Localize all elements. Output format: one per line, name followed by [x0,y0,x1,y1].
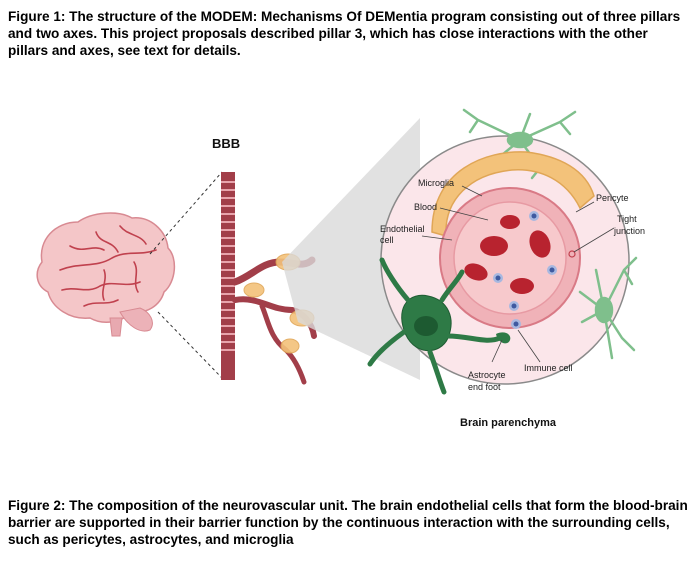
tight-junction-mark [568,250,576,258]
vessel-cross-section [431,151,595,329]
label-tight-2: junction [613,226,645,236]
astrocyte-processes [367,257,503,395]
red-blood-cells [464,215,551,294]
astrocyte-nucleus [414,316,438,336]
brain-vessels [59,225,157,307]
label-tight-1: Tight [617,214,637,224]
label-brain-parenchyma: Brain parenchyma [460,417,557,429]
figure-1-caption: Figure 1: The structure of the MODEM: Me… [8,9,681,58]
label-pericyte: Pericyte [596,193,629,203]
leader-lines [421,185,615,363]
zoom-line-bottom [157,311,223,379]
label-microglia: Microglia [418,178,454,188]
label-astrocyte-1: Astrocyte [468,370,506,380]
brain-illustration [36,212,176,337]
label-astrocyte-2: end foot [468,382,501,392]
astrocyte-endfoot [496,332,511,344]
zoom-line-top [149,171,223,255]
immune-cells [493,211,557,329]
microglia-right [578,256,638,360]
label-immune-cell: Immune cell [524,363,573,373]
label-endothelial-2: cell [380,235,394,245]
brainstem-shape [109,317,123,337]
vessel-core [221,172,235,380]
figure-2-caption: Figure 2: The composition of the neurova… [8,498,688,547]
astrocyte [367,257,511,395]
lumen [453,201,567,315]
cerebellum-shape [119,307,153,332]
label-endothelial-1: Endothelial [380,224,425,234]
vessel-endothelium [221,181,235,351]
bbb-label: BBB [212,136,240,151]
brain-shape [36,212,176,324]
label-blood: Blood [414,202,437,212]
pericyte-cell [431,151,595,238]
zoom-cone [282,118,420,380]
